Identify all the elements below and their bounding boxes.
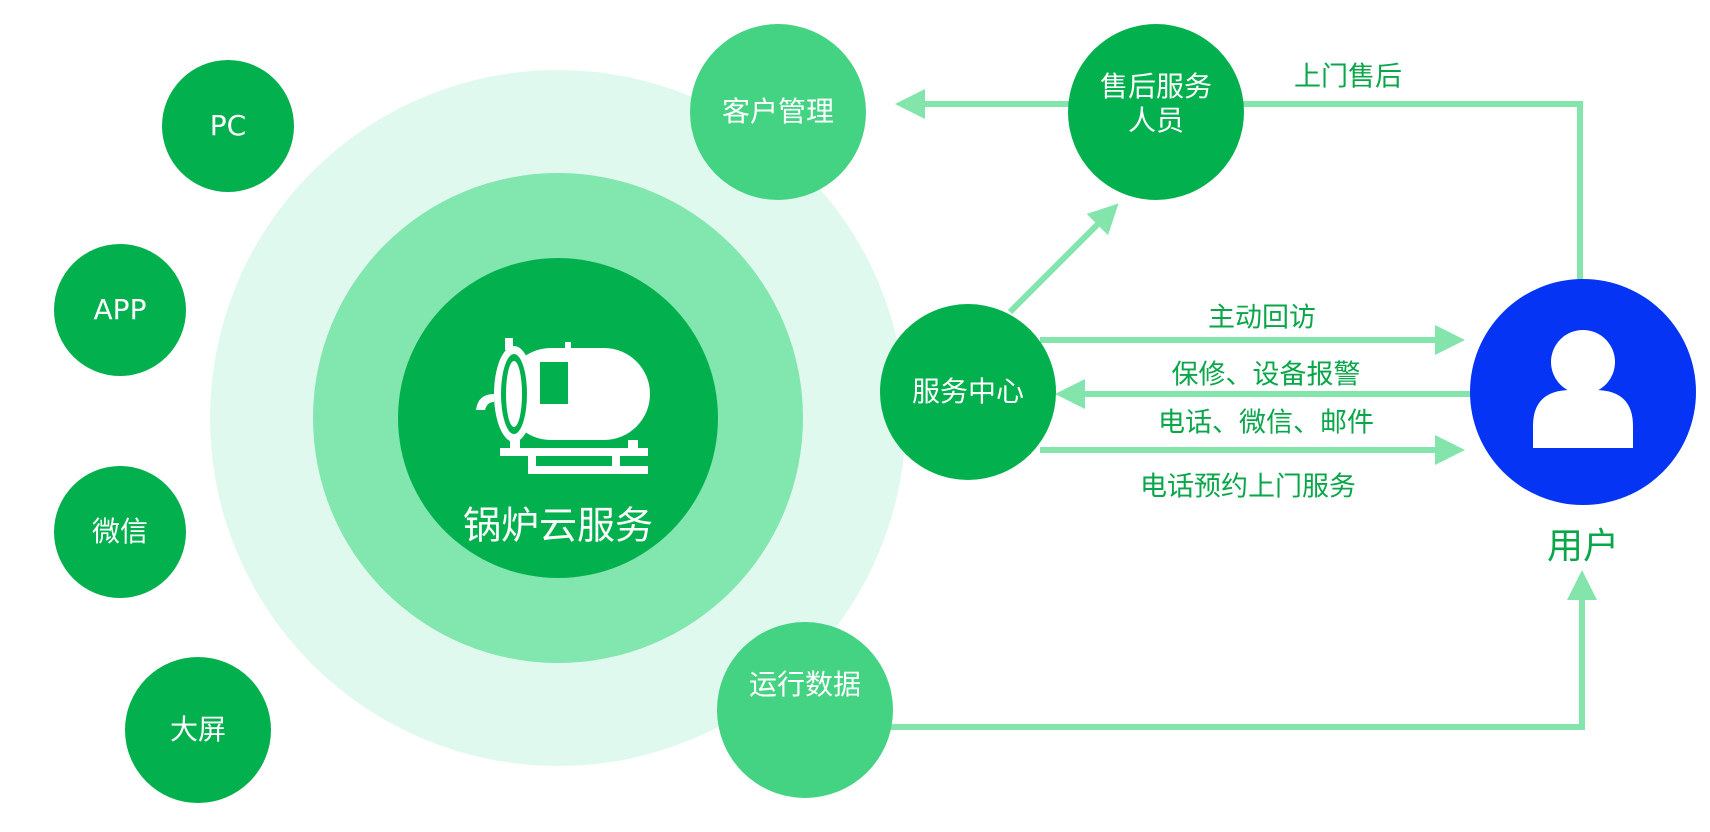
channel-wechat-circle <box>54 466 186 598</box>
user-label: 用户 <box>1546 526 1620 567</box>
after-sales-label-line2: 人员 <box>1127 104 1185 137</box>
operation-data-label: 运行数据 <box>748 668 862 701</box>
onsite-after-sales-label: 上门售后 <box>1294 61 1402 93</box>
phone-booking-label: 电话预约上门服务 <box>1140 471 1356 503</box>
service-center-circle <box>880 304 1056 480</box>
center-title: 锅炉云服务 <box>462 503 654 548</box>
operation-data-circle <box>717 622 893 798</box>
after-sales-label-line1: 售后服务 <box>1099 70 1213 103</box>
customer-management-circle <box>690 24 866 200</box>
channel-pc-circle <box>162 60 294 192</box>
contact-methods-label: 电话、微信、邮件 <box>1158 407 1374 439</box>
service-center-to-after-sales-arrow <box>1007 203 1119 315</box>
customer-management-label: 客户管理 <box>721 95 835 128</box>
repair-alarm-label: 保修、设备报警 <box>1171 359 1361 391</box>
connectors <box>880 89 1597 730</box>
channel-bigscreen-label: 大屏 <box>169 713 227 746</box>
user-to-after-sales-line <box>1240 101 1583 280</box>
channel-app-label: APP <box>93 293 147 326</box>
after-sales-circle <box>1068 24 1244 200</box>
user-icon <box>1533 330 1633 448</box>
channel-pc-label: PC <box>209 109 247 142</box>
active-callback-label: 主动回访 <box>1208 302 1316 334</box>
after-sales-label: 售后服务 人员 <box>1100 70 1212 138</box>
channel-bigscreen-circle <box>125 657 271 803</box>
channel-wechat-label: 微信 <box>91 515 149 548</box>
channel-app-circle <box>54 244 186 376</box>
service-center-label: 服务中心 <box>911 375 1025 408</box>
operation-data-to-user-arrow <box>880 570 1597 730</box>
boiler-icon <box>476 338 650 474</box>
